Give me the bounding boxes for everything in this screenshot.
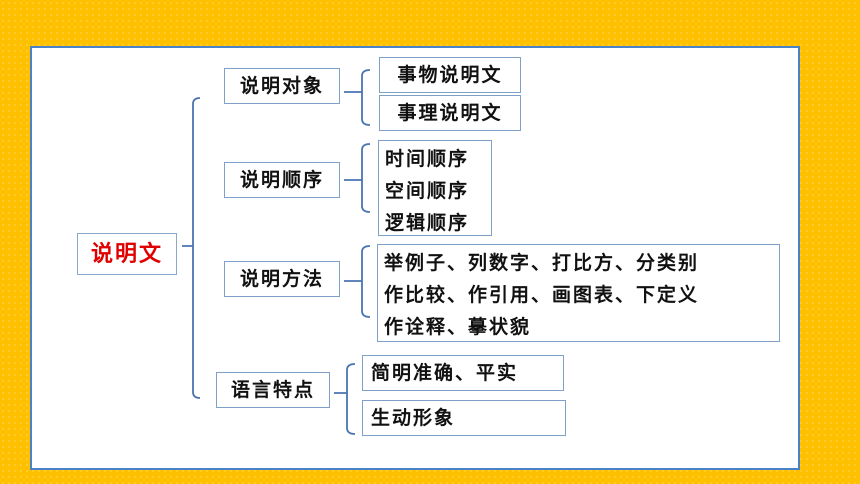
- category-language: 语言特点: [216, 372, 330, 408]
- order-bracket: [344, 143, 371, 213]
- category-method: 说明方法: [224, 261, 340, 297]
- method-list: 举例子、列数字、打比方、分类别 作比较、作引用、画图表、下定义 作诠释、摹状貌: [377, 244, 780, 342]
- object-item-reason: 事理说明文: [379, 95, 521, 131]
- order-line: 逻辑顺序: [385, 212, 470, 234]
- language-item-vivid: 生动形象: [362, 400, 566, 436]
- category-order: 说明顺序: [224, 162, 340, 198]
- method-line: 作比较、作引用、画图表、下定义: [384, 284, 700, 306]
- object-bracket: [344, 69, 371, 126]
- order-list: 时间顺序 空间顺序 逻辑顺序: [378, 140, 492, 236]
- category-object: 说明对象: [224, 68, 340, 104]
- root-bracket: [182, 97, 201, 399]
- language-item-accurate: 简明准确、平实: [362, 355, 564, 391]
- order-line: 时间顺序: [385, 148, 470, 170]
- root-node: 说明文: [77, 233, 177, 275]
- order-line: 空间顺序: [385, 180, 470, 202]
- method-bracket: [344, 245, 371, 318]
- language-bracket: [334, 363, 356, 435]
- method-line: 举例子、列数字、打比方、分类别: [384, 252, 700, 274]
- object-item-thing: 事物说明文: [379, 57, 521, 93]
- method-line: 作诠释、摹状貌: [384, 316, 532, 338]
